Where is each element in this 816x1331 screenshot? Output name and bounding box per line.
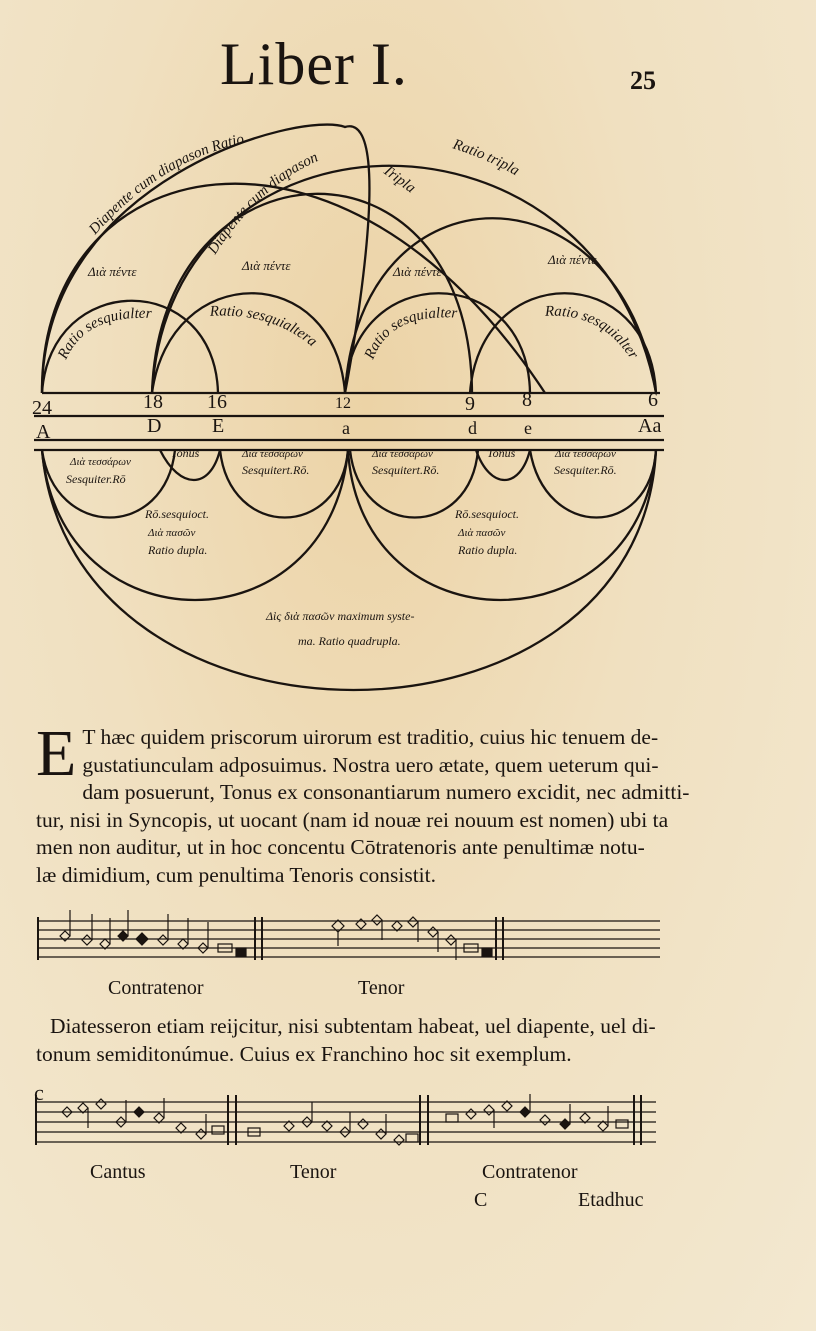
arc-small-3 xyxy=(343,292,532,394)
label-diatess-1: Διὰ τεσσάρων xyxy=(69,456,131,468)
arc-low-1 xyxy=(40,449,177,519)
paragraph-2-line: tonum semiditonúmue. Cuius ex Franchino … xyxy=(36,1042,572,1066)
arc-low-3 xyxy=(218,449,350,519)
number-9: 9 xyxy=(465,393,475,415)
label-bis-diapason-1: Δὶς διὰ πασῶν maximum syste- xyxy=(265,609,414,623)
paragraph-1-line: dam posuerunt, Tonus ex consonantiarum n… xyxy=(82,780,690,804)
label-dia-pente-4: Διὰ πέντε xyxy=(547,252,597,267)
label-diatess-2: Διὰ τεσσάρων xyxy=(241,448,303,460)
number-8: 8 xyxy=(522,389,532,411)
label-dia-pente-2: Διὰ πέντε xyxy=(241,258,291,273)
harmonic-ratio-diagram: Diapente cum diapason Ratio Ratio tripla… xyxy=(0,0,664,691)
number-16: 16 xyxy=(207,391,227,413)
label-tonus-2: Tonus xyxy=(487,446,516,460)
music2-label-cantus: Cantus xyxy=(90,1161,146,1183)
arc-small-1 xyxy=(40,299,220,394)
catchword: Etadhuc xyxy=(578,1189,644,1211)
paragraph-1: E T hæc quidem priscorum uirorum est tra… xyxy=(36,717,690,889)
label-dupla-1: Ratio dupla. xyxy=(147,543,207,557)
label-diapason-2: Διὰ πασῶν xyxy=(457,527,506,539)
paragraph-2-line: Diatesseron etiam reijcitur, nisi subten… xyxy=(50,1014,656,1038)
label-diapason-1: Διὰ πασῶν xyxy=(147,527,196,539)
label-dupla-2: Ratio dupla. xyxy=(457,543,517,557)
paragraph-1-line: gustatiunculam adposuimus. Nostra uero æ… xyxy=(82,752,659,777)
label-dia-pente-1: Διὰ πέντε xyxy=(87,264,137,279)
svg-text:c: c xyxy=(34,1080,44,1105)
label-bis-diapason-2: ma. Ratio quadrupla. xyxy=(298,634,401,648)
arc-mid-left xyxy=(150,192,474,394)
arc-low-4 xyxy=(348,449,480,519)
letter-e: e xyxy=(524,418,532,438)
arc-mid-right xyxy=(343,217,658,394)
letter-D: D xyxy=(147,415,161,437)
label-dia-pente-3: Διὰ πέντε xyxy=(392,264,442,279)
label-sesqui-1: Sesquiter.Rō xyxy=(66,472,126,486)
label-sesqui-3: Sesquitert.Rō. xyxy=(372,463,439,477)
number-6: 6 xyxy=(648,389,658,411)
music2-label-contratenor: Contratenor xyxy=(482,1161,578,1183)
paragraph-1-line: T hæc quidem priscorum uirorum est tradi… xyxy=(82,725,659,749)
page-title: Liber I. xyxy=(220,31,408,97)
paragraph-2: Diatesseron etiam reijcitur, nisi subten… xyxy=(36,1012,670,1068)
paragraph-1-line: læ dimidium, cum penultima Tenoris consi… xyxy=(36,862,437,887)
arc-small-2 xyxy=(150,292,347,394)
signature-mark: C xyxy=(474,1189,488,1211)
label-octo-1: Rō.sesquioct. xyxy=(144,507,209,521)
label-diatess-3: Διὰ τεσσάρων xyxy=(371,448,433,460)
number-12: 12 xyxy=(335,395,351,412)
label-sesqui-4: Sesquiter.Rō. xyxy=(554,463,617,477)
arc-low-8 xyxy=(346,449,658,601)
paragraph-1-line: tur, nisi in Syncopis, ut uocant (nam id… xyxy=(36,807,669,832)
music1-label-tenor: Tenor xyxy=(358,977,405,999)
letter-d: d xyxy=(468,418,477,438)
arc-small-4 xyxy=(468,292,658,394)
label-diatess-4: Διὰ τεσσάρων xyxy=(554,448,616,460)
arc-low-2 xyxy=(158,449,222,481)
music2-label-tenor: Tenor xyxy=(290,1161,337,1183)
number-24: 24 xyxy=(32,397,52,419)
label-sesqui-2: Sesquitert.Rō. xyxy=(242,463,309,477)
folio-number: 25 xyxy=(630,66,656,95)
arc-big-left xyxy=(40,182,546,394)
label-tonus-1: Tonus xyxy=(171,446,200,460)
paragraph-1-line: men non auditur, ut in hoc concentu Cōtr… xyxy=(36,835,645,859)
music-notes-2: c xyxy=(34,1080,629,1146)
letter-a: a xyxy=(342,418,350,438)
letter-A: A xyxy=(36,421,51,443)
drop-cap: E xyxy=(36,717,77,790)
arc-low-9 xyxy=(40,449,658,691)
arc-low-5 xyxy=(474,449,532,481)
arc-low-7 xyxy=(40,449,350,602)
letter-Aa: Aa xyxy=(638,415,661,437)
number-18: 18 xyxy=(143,391,163,413)
label-octo-2: Rō.sesquioct. xyxy=(454,507,519,521)
music1-label-contratenor: Contratenor xyxy=(108,977,204,999)
music-notes-1 xyxy=(59,910,493,960)
letter-E: E xyxy=(212,415,224,437)
arc-low-6 xyxy=(528,449,658,519)
